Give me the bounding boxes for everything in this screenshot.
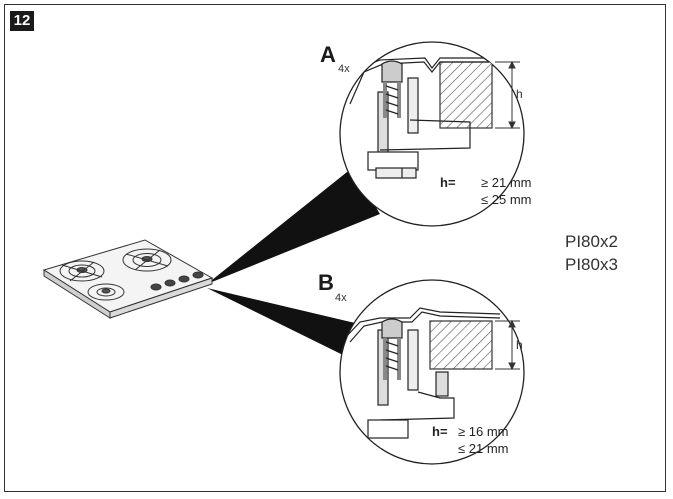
detail-a-spec-max: ≤ 25 mm xyxy=(481,192,532,207)
step-number-badge: 12 xyxy=(10,11,34,31)
callout-wedge-b xyxy=(207,288,355,356)
detail-b-spec: h= ≥ 16 mm ≤ 21 mm xyxy=(432,423,552,456)
detail-a-circle xyxy=(339,41,525,227)
detail-a-spec: h= ≥ 21 mm ≤ 25 mm xyxy=(440,174,560,207)
detail-a-spec-min: ≥ 21 mm xyxy=(481,175,532,190)
detail-b-circle xyxy=(339,279,525,465)
model-name: PI80x2 xyxy=(565,232,618,251)
detail-b-letter: B xyxy=(318,270,334,295)
detail-a-spec-key: h= xyxy=(440,175,456,190)
detail-b-h-label: h xyxy=(516,338,523,352)
model-name: PI80x3 xyxy=(565,255,618,274)
detail-a-letter: A xyxy=(320,42,336,67)
callout-wedge-a xyxy=(207,168,380,284)
detail-a-h-label: h xyxy=(516,87,523,101)
cooktop-icon xyxy=(42,239,214,319)
detail-a-count: 4x xyxy=(338,63,350,75)
detail-b-count: 4x xyxy=(335,292,347,304)
figure-frame xyxy=(4,4,666,492)
detail-b-spec-key: h= xyxy=(432,424,448,439)
detail-b-spec-min: ≥ 16 mm xyxy=(458,424,509,439)
model-list: PI80x2 PI80x3 xyxy=(565,230,618,276)
detail-b-spec-max: ≤ 21 mm xyxy=(458,441,509,456)
